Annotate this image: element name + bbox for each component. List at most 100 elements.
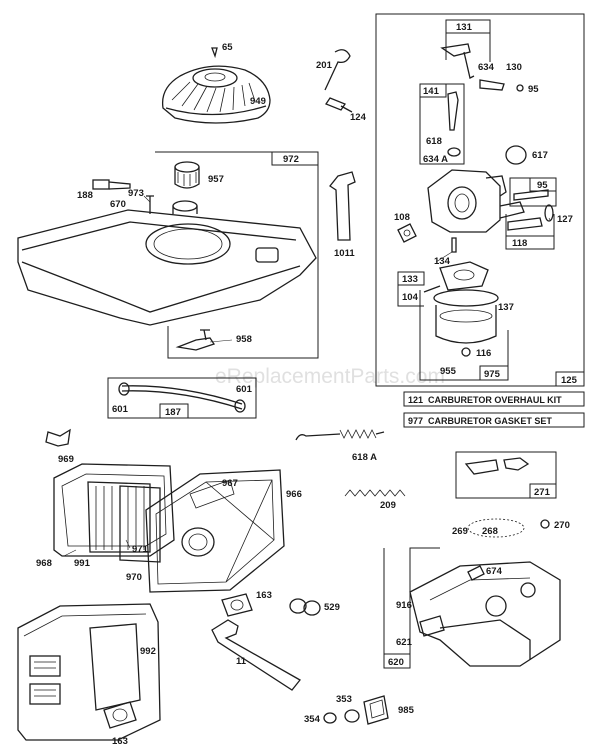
fuel-valve-958: [175, 329, 216, 351]
label-118: 118: [512, 238, 527, 249]
lever-621: [419, 615, 445, 637]
label-958: 958: [236, 334, 252, 345]
lever-271: [464, 457, 530, 475]
label-271: 271: [534, 487, 551, 498]
label-141: 141: [423, 86, 440, 97]
kit-number-121: 121: [408, 395, 423, 405]
box-620: [383, 653, 411, 669]
gasket-163-lower: [103, 701, 137, 729]
box-972: [271, 151, 319, 166]
label-972: 972: [283, 154, 299, 165]
label-916: 916: [396, 600, 412, 611]
box-141: [419, 83, 447, 98]
label-957: 957: [208, 174, 224, 185]
fuel-line-1011: [329, 171, 356, 241]
label-127: 127: [557, 214, 573, 225]
throttle-shaft-131: [440, 43, 475, 79]
air-cleaner-cover-949: [161, 65, 271, 124]
label-634a: 634 A: [423, 154, 448, 165]
frame-620: [383, 547, 440, 669]
label-188: 188: [77, 190, 93, 201]
label-971: 971: [132, 544, 149, 555]
label-670: 670: [110, 199, 126, 210]
label-269: 269: [452, 526, 468, 537]
box-975: [479, 365, 509, 381]
screw-674: [467, 565, 485, 581]
fuel-cap-957: [174, 161, 200, 189]
label-163b: 163: [112, 736, 128, 747]
label-130: 130: [506, 62, 522, 73]
fuel-line-187: [118, 382, 246, 413]
label-125: 125: [561, 375, 578, 386]
label-618a: 618 A: [352, 452, 377, 463]
screw-95-set: [513, 189, 549, 201]
leader-lines: [63, 195, 551, 557]
label-354: 354: [304, 714, 321, 725]
label-137: 137: [498, 302, 514, 313]
screw-270: [540, 519, 550, 529]
fuel-tank: [17, 200, 317, 326]
box-187: [159, 403, 189, 419]
label-268: 268: [482, 526, 498, 537]
label-1011: 1011: [334, 248, 355, 259]
kit-box-977: [403, 412, 585, 428]
spring-209: [344, 489, 406, 497]
wing-nut-969: [45, 428, 71, 447]
label-95b: 95: [528, 84, 539, 95]
label-131: 131: [456, 22, 473, 33]
box-131: [445, 19, 491, 34]
screw-116: [461, 347, 471, 357]
gasket-269: [467, 518, 525, 538]
choke-shaft-141: [447, 91, 461, 157]
kit-box-121: [403, 391, 585, 407]
label-955: 955: [440, 366, 457, 377]
washer-353: [344, 709, 360, 723]
kit-description-121: CARBURETOR OVERHAUL KIT: [428, 395, 562, 405]
label-529: 529: [324, 602, 340, 613]
label-617: 617: [532, 150, 548, 161]
label-621: 621: [396, 637, 413, 648]
label-116: 116: [476, 348, 491, 359]
frame-118: [505, 214, 555, 236]
label-270: 270: [554, 520, 570, 531]
air-cleaner-base-968: [53, 463, 175, 557]
label-985: 985: [398, 705, 415, 716]
bolt-188-670: [92, 179, 131, 190]
label-969: 969: [58, 454, 74, 465]
kit-description-977: CARBURETOR GASKET SET: [428, 416, 552, 426]
label-992: 992: [140, 646, 156, 657]
frame-141: [419, 83, 465, 165]
screw-118: [507, 217, 543, 231]
watermark-text: eReplacementParts.com: [215, 365, 445, 388]
gasket-617: [505, 145, 527, 165]
label-618: 618: [426, 136, 442, 147]
label-620-box: 620: [388, 657, 404, 668]
gasket-108: [397, 223, 417, 243]
label-674: 674: [486, 566, 503, 577]
control-bracket: [409, 561, 561, 667]
label-104: 104: [402, 292, 419, 303]
screw-65: [211, 47, 218, 59]
gasket-967: [189, 479, 235, 509]
label-124: 124: [350, 112, 367, 123]
needle-134: [451, 237, 457, 253]
frame-95: [509, 177, 557, 207]
float-bowl-975: [433, 289, 499, 344]
filter-element-991: [87, 481, 151, 553]
cover-966: [145, 469, 285, 593]
label-163a: 163: [256, 590, 272, 601]
frame-131: [445, 33, 491, 62]
frame-972: [155, 151, 319, 359]
throttle-lever-130: [479, 79, 505, 91]
box-133: [397, 271, 425, 286]
label-65: 65: [222, 42, 233, 53]
link-201: [324, 49, 351, 91]
frame-975: [419, 290, 509, 381]
screw-973: [146, 195, 154, 214]
float-133: [439, 261, 489, 291]
frame-133: [397, 285, 424, 307]
label-968: 968: [36, 558, 52, 569]
nut-354: [323, 712, 337, 724]
label-133: 133: [402, 274, 418, 285]
